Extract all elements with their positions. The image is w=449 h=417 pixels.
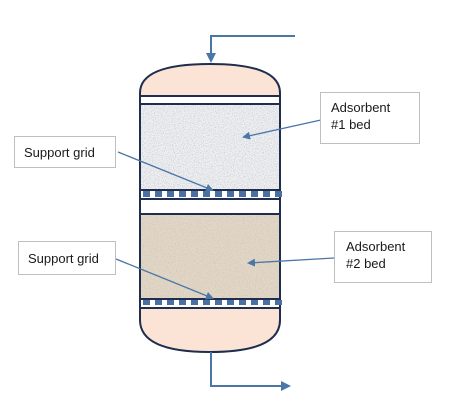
leader-bed-1 — [242, 117, 331, 140]
grid-2-block — [251, 300, 258, 305]
grid-1-block — [191, 191, 198, 197]
grid-2-block — [215, 300, 222, 305]
leader-bed-2 — [247, 257, 335, 267]
grid-1-block — [143, 191, 150, 197]
grid-2-block — [179, 300, 186, 305]
callout-support-grid-top: Support grid — [14, 136, 116, 168]
support-grid-1 — [140, 189, 282, 200]
vessel-top-head — [139, 62, 281, 97]
grid-1-block — [251, 191, 258, 197]
vessel-mid-space — [140, 199, 280, 213]
arrow-down-icon — [206, 35, 295, 63]
leader-support-grid-1 — [117, 151, 214, 192]
grid-1-block — [275, 191, 282, 197]
grid-2-block — [191, 300, 198, 305]
grid-1-block — [227, 191, 234, 197]
callout-bed-1: Adsorbent #1 bed — [320, 92, 420, 144]
vessel-bottom-head — [139, 307, 281, 354]
support-grid-2 — [140, 298, 282, 305]
grid-2-block — [155, 300, 162, 305]
outlet-arrow — [210, 352, 291, 391]
support-grid-top-label: Support grid — [24, 145, 95, 160]
grid-2-block — [227, 300, 234, 305]
grid-1-block — [215, 191, 222, 197]
bed-1-label-line1: Adsorbent — [331, 100, 391, 115]
callout-bed-2: Adsorbent #2 bed — [334, 231, 432, 283]
grid-2-block — [143, 300, 150, 305]
grid-1-block — [155, 191, 162, 197]
leader-support-grid-2 — [115, 258, 214, 300]
bed-1-label-line2: #1 bed — [331, 117, 371, 132]
grid-1-block — [239, 191, 246, 197]
grid-2-block — [239, 300, 246, 305]
grid-2-block — [203, 300, 210, 305]
inlet-arrow — [206, 35, 295, 63]
callout-support-grid-bottom: Support grid — [18, 241, 116, 275]
grid-1-block — [203, 191, 210, 197]
grid-1-block — [179, 191, 186, 197]
arrow-right-icon — [210, 352, 291, 391]
bed-2-label-line2: #2 bed — [346, 256, 386, 271]
bed-2-label-line1: Adsorbent — [346, 239, 406, 254]
bed-2-texture — [140, 215, 280, 299]
grid-2-block — [275, 300, 282, 305]
grid-1-block — [263, 191, 270, 197]
grid-2-block — [167, 300, 174, 305]
grid-2-block — [263, 300, 270, 305]
grid-1-block — [167, 191, 174, 197]
bed-1-texture — [140, 104, 280, 190]
support-grid-bottom-label: Support grid — [28, 251, 99, 266]
